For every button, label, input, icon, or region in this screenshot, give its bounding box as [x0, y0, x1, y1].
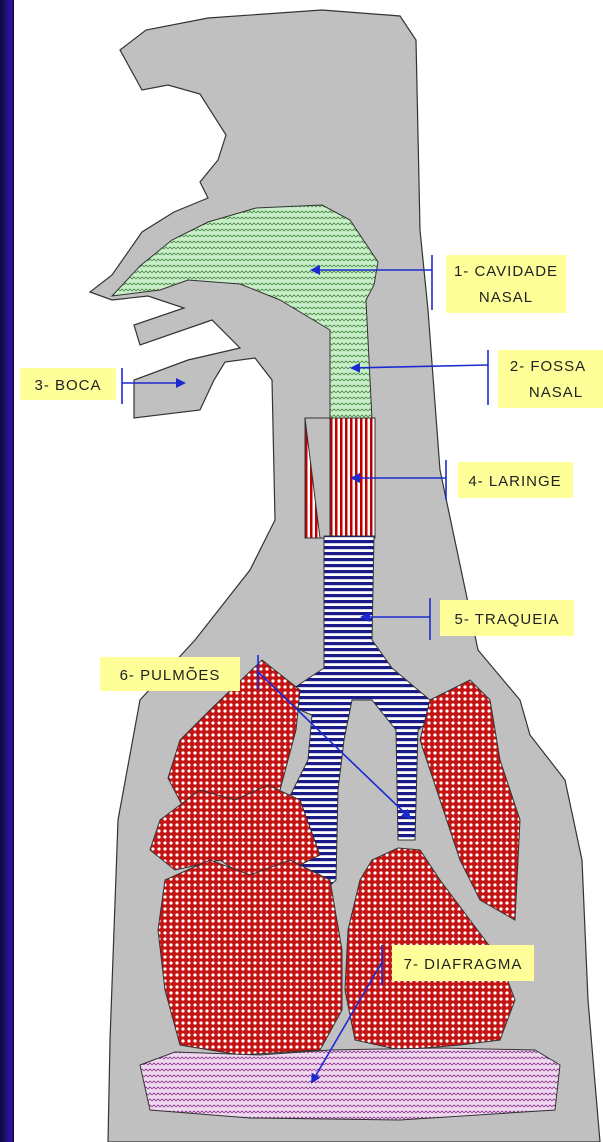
label-cavidade-nasal: 1- CAVIDADE NASAL — [446, 255, 566, 313]
diaphragm — [140, 1048, 560, 1120]
label-laringe: 4- LARINGE — [458, 462, 573, 498]
lung-left-lower — [158, 860, 342, 1055]
label-cavidade-line2: NASAL — [479, 289, 533, 306]
label-fossa-line1: 2- FOSSA — [510, 358, 586, 375]
label-boca-text: 3- BOCA — [34, 377, 101, 394]
label-diafragma: 7- DIAFRAGMA — [392, 945, 534, 981]
label-pulmoes: 6- PULMÕES — [100, 657, 240, 691]
label-boca: 3- BOCA — [20, 368, 116, 400]
label-diafragma-text: 7- DIAFRAGMA — [404, 956, 523, 973]
label-traqueia: 5- TRAQUEIA — [440, 600, 574, 636]
label-laringe-text: 4- LARINGE — [468, 473, 561, 490]
label-pulmoes-text: 6- PULMÕES — [120, 667, 221, 684]
label-fossa-line2: NASAL — [529, 384, 583, 401]
label-fossa-nasal: 2- FOSSA NASAL — [498, 350, 603, 408]
label-cavidade-line1: 1- CAVIDADE — [454, 263, 558, 280]
label-traqueia-text: 5- TRAQUEIA — [455, 611, 560, 628]
